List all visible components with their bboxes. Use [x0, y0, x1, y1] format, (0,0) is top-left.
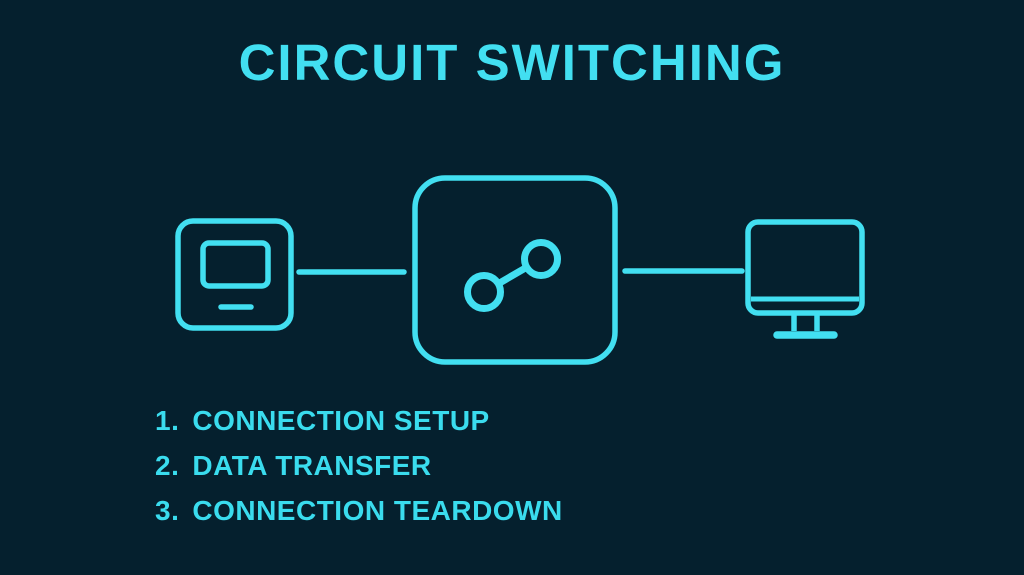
- step-item-3: 3. CONNECTION TEARDOWN: [155, 488, 563, 533]
- switch-node-icon: [412, 175, 618, 365]
- step-number: 3.: [155, 494, 180, 526]
- step-number: 1.: [155, 404, 180, 436]
- step-item-1: 1. CONNECTION SETUP: [155, 398, 563, 443]
- page-title: CIRCUIT SWITCHING: [238, 34, 786, 91]
- steps-list: 1. CONNECTION SETUP 2. DATA TRANSFER 3. …: [155, 398, 563, 533]
- monitor-icon: [745, 219, 865, 339]
- step-item-2: 2. DATA TRANSFER: [155, 443, 563, 488]
- step-label: DATA TRANSFER: [192, 449, 432, 481]
- device-icon: [175, 218, 294, 331]
- step-label: CONNECTION TEARDOWN: [192, 494, 563, 526]
- step-number: 2.: [155, 449, 180, 481]
- step-label: CONNECTION SETUP: [192, 404, 490, 436]
